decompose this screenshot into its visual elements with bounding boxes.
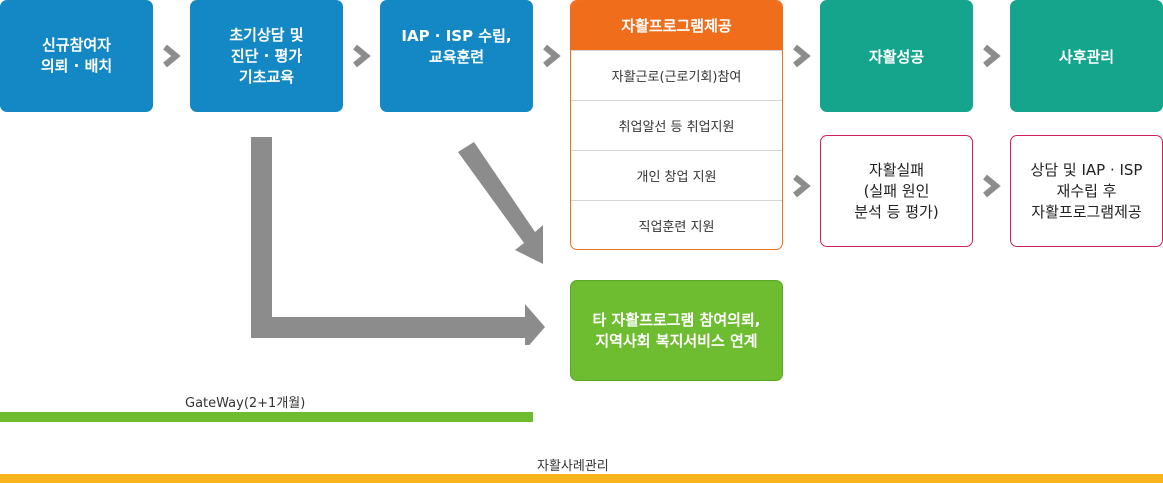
referral-box: 타 자활프로그램 참여의뢰, 지역사회 복지서비스 연계 bbox=[570, 280, 783, 381]
case-management-label: 자활사례관리 bbox=[537, 459, 609, 474]
diagonal-arrow-icon bbox=[458, 142, 543, 264]
success-box: 자활성공 bbox=[820, 0, 973, 112]
step-initial-consult-text: 초기상담 및 진단 · 평가 기초교육 bbox=[229, 25, 304, 86]
case-management-bar bbox=[0, 474, 1163, 483]
reconsult-box: 상담 및 IAP · ISP 재수립 후 자활프로그램제공 bbox=[1010, 135, 1163, 247]
program-item: 취업알선 등 취업지원 bbox=[571, 100, 782, 150]
after-care-text: 사후관리 bbox=[1058, 47, 1115, 66]
step-referral-box: 신규참여자 의뢰 · 배치 bbox=[0, 0, 153, 112]
failure-text: 자활실패 (실패 원인 분석 등 평가) bbox=[854, 160, 939, 221]
step-initial-consult-box: 초기상담 및 진단 · 평가 기초교육 bbox=[190, 0, 343, 112]
step-iap-isp-box: IAP · ISP 수립, 교육훈련 bbox=[380, 0, 533, 112]
program-item: 자활근로(근로기회)참여 bbox=[571, 50, 782, 100]
failure-box: 자활실패 (실패 원인 분석 등 평가) bbox=[820, 135, 973, 247]
step-iap-isp-text: IAP · ISP 수립, 교육훈련 bbox=[401, 27, 512, 66]
program-title: 자활프로그램제공 bbox=[571, 1, 782, 50]
success-text: 자활성공 bbox=[868, 47, 925, 66]
referral-text: 타 자활프로그램 참여의뢰, 지역사회 복지서비스 연계 bbox=[592, 310, 761, 350]
gateway-bar bbox=[0, 412, 533, 422]
chevron-right-icon bbox=[983, 44, 1001, 68]
chevron-right-icon bbox=[983, 174, 1001, 198]
reconsult-text: 상담 및 IAP · ISP 재수립 후 자활프로그램제공 bbox=[1030, 160, 1143, 221]
chevron-right-icon bbox=[353, 44, 371, 68]
chevron-right-icon bbox=[793, 44, 811, 68]
l-arrow-icon bbox=[251, 137, 545, 345]
chevron-right-icon bbox=[543, 44, 561, 68]
program-item: 직업훈련 지원 bbox=[571, 200, 782, 249]
step-referral-text: 신규참여자 의뢰 · 배치 bbox=[40, 36, 113, 75]
after-care-box: 사후관리 bbox=[1010, 0, 1163, 112]
chevron-right-icon bbox=[793, 174, 811, 198]
program-box: 자활프로그램제공 자활근로(근로기회)참여 취업알선 등 취업지원 개인 창업 … bbox=[570, 0, 783, 250]
chevron-right-icon bbox=[163, 44, 181, 68]
gateway-label: GateWay(2+1개월) bbox=[185, 396, 306, 411]
program-item: 개인 창업 지원 bbox=[571, 150, 782, 200]
